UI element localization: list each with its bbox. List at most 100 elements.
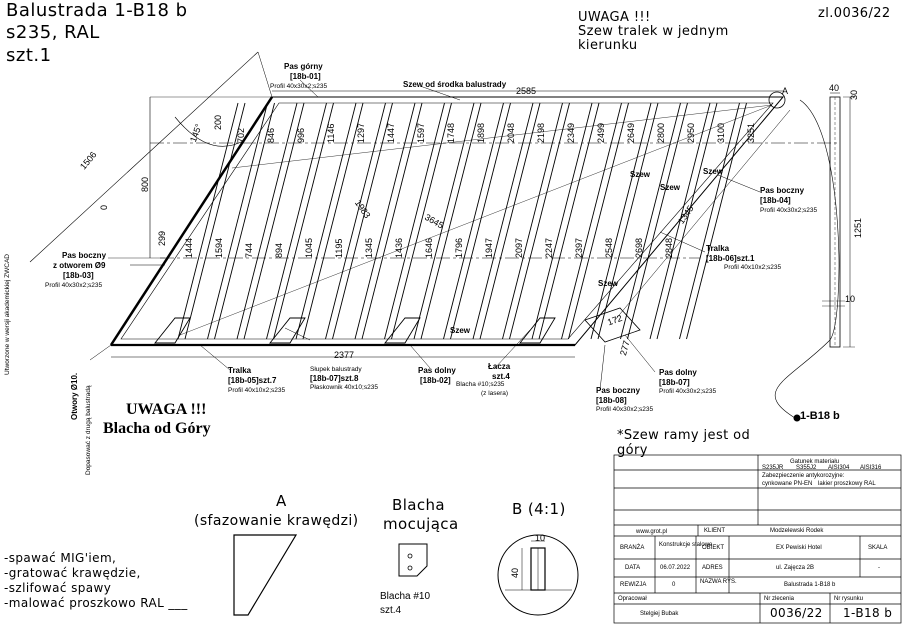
top-dim-label: 1447 [386,122,396,143]
dim-line-diag-left [29,51,259,263]
tb-rewizja-label: REWIZJA [620,582,647,588]
baluster-line [295,102,357,340]
bottom-dim-label: 1444 [184,237,194,258]
weld-label-5: Szew [630,170,651,179]
tb-nr-rys-value: 1-B18 b [843,606,893,620]
title-line-2: s235, RAL [6,22,100,43]
blacha-title-2: mocująca [383,515,459,533]
label-blacha-note: Blacha #10;s235 [456,381,505,388]
label-pas-dolny-2-profile: Profil 40x30x2;s235 [659,388,717,395]
baluster-line [354,102,416,340]
bottom-dim-label: 1796 [454,237,464,258]
baluster-line [502,102,563,340]
label-pas-boczny-bottom-profile: Profil 40x30x2;s235 [596,406,654,413]
balusters-group [177,102,747,340]
top-dim-label: 2950 [686,122,696,143]
label-otwory-sub: Dopasować z drugą balustradą [85,385,92,475]
tb-material-4: AISI316 [860,465,882,471]
bottom-dim-label: 2698 [634,237,644,258]
top-dim-label: 2349 [566,122,576,143]
top-dim-label: 1748 [446,122,456,143]
baluster-line [472,102,534,340]
label-pas-dolny-1: Pas dolny [418,366,456,375]
baluster-line [302,102,364,340]
label-pas-gorny-code: [18b-01] [290,72,321,81]
label-blacha-note-2: (z lasera) [481,390,509,397]
bottom-dim-label: 2247 [544,237,554,258]
label-pas-gorny-profile: Profil 40x30x2;s235 [270,83,328,90]
frame-note-1: *Szew ramy jest od [617,428,751,443]
top-dim-label: 2800 [656,122,666,143]
tb-opracowal-label: Opracował [618,596,647,602]
bottom-dim-label: 2848 [664,237,674,258]
dim-side-40: 40 [829,83,840,93]
top-dim-label: 2198 [536,122,546,143]
bottom-dim-label: 2097 [514,237,524,258]
baluster-line [686,102,747,340]
label-a-mark: A [782,86,789,96]
tb-nr-rys-label: Nr rysunku [834,596,864,602]
baluster-line [266,102,327,340]
dim-side-30: 30 [849,89,859,100]
dim-height-800: 800 [140,176,150,192]
baluster-line [620,102,681,340]
title-line-1: Balustrada 1-B18 b [6,0,188,21]
baluster-line [243,102,305,340]
bottom-dim-label: 1646 [424,237,434,258]
label-pas-boczny-left: Pas boczny [62,251,107,260]
baluster-line [656,102,718,340]
baluster-line [332,102,393,340]
title-block-grid [613,454,902,624]
baluster-line [538,102,600,340]
warning-bottom-1: UWAGA !!! [126,401,207,418]
bottom-dim-label: 894 [274,242,284,258]
baluster-line [420,102,482,340]
top-dim-label: 3251 [746,122,756,143]
blacha-title: Blacha [392,496,445,514]
baluster-line [384,102,445,340]
blacha-note: Blacha #10 [380,591,431,602]
bottom-dim-label: 2548 [604,237,614,258]
tb-branza-label: BRANŻA [620,545,645,551]
bottom-dim-label: 744 [244,242,254,258]
left-side-bar [109,96,274,346]
dim-bottom-len: 2377 [334,350,355,360]
label-pas-dolny-2-code: [18b-07] [659,378,690,387]
label-pas-boczny-left-sub: z otworem Ø9 [53,261,106,270]
label-szew-srodek: Szew od środka balustrady [403,80,507,89]
tb-skala-label: SKALA [868,545,888,551]
angle-arc [174,116,246,147]
dim-side-10: 10 [845,294,856,304]
weld-label-2: Szew [660,183,681,192]
label-pas-boczny-bottom: Pas boczny [596,386,641,395]
tb-material-3: AISI304 [828,465,850,471]
label-tralka-right: Tralka [706,244,730,253]
tb-data-label: DATA [625,565,641,571]
baluster-line [479,102,541,340]
tb-protection-2: lakier proszkowy RAL [818,481,876,487]
tb-protection-1: cynkowane PN-EN [762,481,813,487]
tb-adres-label: ADRES [702,565,723,571]
top-dim-label: 1146 [326,123,336,143]
detail-b-circle [497,534,579,616]
note-1: -spawać MIG'iem, [4,551,117,565]
label-slupek: Słupek balustrady [310,366,362,373]
warning-bottom-2: Blacha od Góry [103,420,211,437]
corner-tab [584,307,641,343]
tb-protection-header: Zabezpieczenie antykorozyjne: [762,473,845,479]
label-tralka-left: Tralka [228,366,252,375]
top-dim-label: 2499 [596,122,606,143]
top-dim-label: 846 [266,127,276,143]
baluster-line [184,102,246,340]
label-pas-boczny-bottom-code: [18b-08] [596,396,627,405]
baluster-line [273,102,334,340]
callout-leader [774,99,840,419]
baluster-line [236,102,298,340]
dim-line-right [614,109,791,321]
blacha-qty: szt.4 [380,605,402,616]
label-slupek-code: [18b-07]szt.8 [310,374,359,383]
plate-1 [154,317,191,344]
tb-obiekt-value: EX Pewiski Hotel [776,545,822,551]
baluster-line [443,102,504,340]
top-dim-label: 2649 [626,122,636,143]
